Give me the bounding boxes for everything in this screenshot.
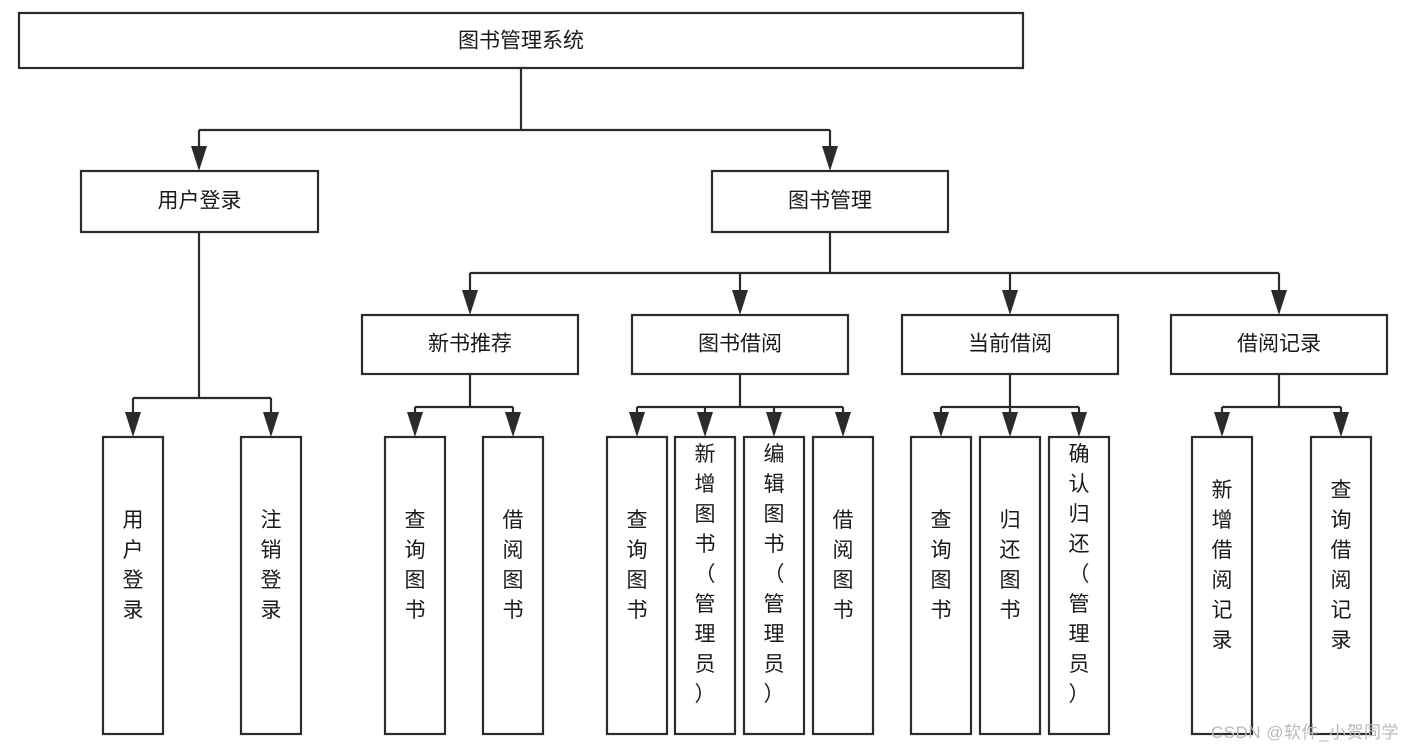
- leaf-borrow-book-1-box[interactable]: [481, 435, 545, 736]
- node-new-book-recommend-box[interactable]: [360, 313, 580, 376]
- leaf-query-book-2[interactable]: 查询图书: [605, 435, 669, 736]
- leaf-confirm-return-label: 确认归还（管理员）: [1069, 443, 1090, 706]
- arrow-book-borrow-leaf-1: [629, 412, 645, 437]
- node-root[interactable]: 图书管理系统: [17, 11, 1025, 70]
- arrow-user-login-leaf-2: [263, 412, 279, 437]
- node-borrow-record-label: 借阅记录: [1237, 333, 1321, 356]
- leaf-borrow-book-2-box[interactable]: [811, 435, 875, 736]
- node-user-login[interactable]: 用户登录: [79, 169, 320, 234]
- leaf-query-book-3[interactable]: 查询图书: [909, 435, 973, 736]
- arrow-user-login-leaf-1: [125, 412, 141, 437]
- leaf-user-login[interactable]: 用户登录: [101, 435, 165, 736]
- leaf-query-book-3-label: 查询图书: [931, 509, 952, 622]
- arrow-borrow-record-leaf-1: [1214, 412, 1230, 437]
- node-borrow-record[interactable]: 借阅记录: [1169, 313, 1389, 376]
- arrow-current-borrow-leaf-2: [1002, 412, 1018, 437]
- node-book-management-label: 图书管理: [788, 190, 872, 213]
- arrow-book-borrow-leaf-3: [766, 412, 782, 437]
- leaf-add-book-label: 新增图书（管理员）: [695, 443, 716, 706]
- connector-user-login-to-bus: [131, 232, 273, 418]
- leaf-borrow-book-2-label: 借阅图书: [833, 509, 854, 622]
- connector-borrow-record-to-bus: [1220, 374, 1343, 418]
- arrow-to-book-borrow: [732, 290, 748, 315]
- leaf-logout-label: 注销登录: [261, 509, 282, 622]
- leaf-borrow-book-2[interactable]: 借阅图书: [811, 435, 875, 736]
- arrow-root-to-book-management: [822, 146, 838, 171]
- leaf-confirm-return-box[interactable]: [1047, 435, 1111, 736]
- leaf-borrow-book-1-label: 借阅图书: [503, 509, 524, 622]
- leaf-add-book[interactable]: 新增图书（管理员）: [673, 435, 737, 736]
- connector-book-management-to-bus: [468, 232, 1281, 296]
- node-new-book-recommend-label: 新书推荐: [428, 333, 512, 356]
- leaf-return-book-label: 归还图书: [1000, 509, 1021, 622]
- arrow-to-new-book-recommend: [462, 290, 478, 315]
- node-book-management[interactable]: 图书管理: [710, 169, 950, 234]
- leaf-query-book-2-label: 查询图书: [627, 509, 648, 622]
- leaf-query-book-1-label: 查询图书: [405, 509, 426, 622]
- connector-root-to-bus: [197, 68, 832, 152]
- connector-current-borrow-to-bus: [939, 374, 1081, 418]
- node-current-borrow-box[interactable]: [900, 313, 1120, 376]
- leaf-add-book-box[interactable]: [673, 435, 737, 736]
- node-borrow-record-box[interactable]: [1169, 313, 1389, 376]
- leaf-query-book-1[interactable]: 查询图书: [383, 435, 447, 736]
- leaf-logout[interactable]: 注销登录: [239, 435, 303, 736]
- arrow-current-borrow-leaf-3: [1071, 412, 1087, 437]
- leaf-user-login-box[interactable]: [101, 435, 165, 736]
- leaf-user-login-label: 用户登录: [123, 509, 144, 622]
- leaf-logout-box[interactable]: [239, 435, 303, 736]
- node-current-borrow-label: 当前借阅: [968, 333, 1052, 356]
- node-root-label: 图书管理系统: [458, 30, 584, 53]
- arrow-book-borrow-leaf-2: [697, 412, 713, 437]
- leaf-add-record-label: 新增借阅记录: [1212, 479, 1233, 652]
- arrow-new-book-leaf-2: [505, 412, 521, 437]
- leaf-add-record-box[interactable]: [1190, 435, 1254, 736]
- leaf-return-book-box[interactable]: [978, 435, 1042, 736]
- node-book-management-box[interactable]: [710, 169, 950, 234]
- arrow-to-current-borrow: [1002, 290, 1018, 315]
- arrow-current-borrow-leaf-1: [933, 412, 949, 437]
- leaf-add-record[interactable]: 新增借阅记录: [1190, 435, 1254, 736]
- arrow-root-to-user-login: [191, 146, 207, 171]
- leaf-query-record-box[interactable]: [1309, 435, 1373, 736]
- leaf-query-record[interactable]: 查询借阅记录: [1309, 435, 1373, 736]
- arrow-new-book-leaf-1: [407, 412, 423, 437]
- leaf-edit-book[interactable]: 编辑图书（管理员）: [742, 435, 806, 736]
- leaf-confirm-return[interactable]: 确认归还（管理员）: [1047, 435, 1111, 736]
- leaf-edit-book-box[interactable]: [742, 435, 806, 736]
- node-root-box[interactable]: [17, 11, 1025, 70]
- leaf-query-record-label: 查询借阅记录: [1331, 479, 1352, 652]
- arrow-book-borrow-leaf-4: [835, 412, 851, 437]
- node-user-login-label: 用户登录: [158, 190, 242, 213]
- node-book-borrow[interactable]: 图书借阅: [630, 313, 850, 376]
- node-user-login-box[interactable]: [79, 169, 320, 234]
- node-book-borrow-box[interactable]: [630, 313, 850, 376]
- node-current-borrow[interactable]: 当前借阅: [900, 313, 1120, 376]
- connector-new-book-recommend-to-bus: [413, 374, 515, 418]
- leaf-edit-book-label: 编辑图书（管理员）: [764, 443, 785, 706]
- leaf-query-book-3-box[interactable]: [909, 435, 973, 736]
- arrow-borrow-record-leaf-2: [1333, 412, 1349, 437]
- connector-book-borrow-to-bus: [635, 374, 845, 418]
- leaf-query-book-1-box[interactable]: [383, 435, 447, 736]
- node-new-book-recommend[interactable]: 新书推荐: [360, 313, 580, 376]
- leaf-borrow-book-1[interactable]: 借阅图书: [481, 435, 545, 736]
- node-book-borrow-label: 图书借阅: [698, 333, 782, 356]
- arrow-to-borrow-record: [1271, 290, 1287, 315]
- leaf-return-book[interactable]: 归还图书: [978, 435, 1042, 736]
- leaf-query-book-2-box[interactable]: [605, 435, 669, 736]
- connector-group: [125, 68, 1349, 437]
